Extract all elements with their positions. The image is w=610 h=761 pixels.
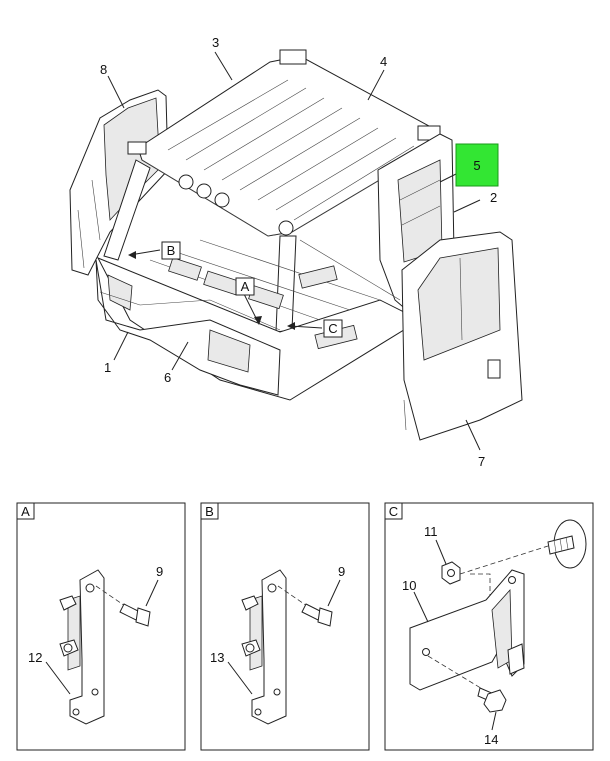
detail-a-panel: A 9 12 (16, 502, 186, 751)
callout-8[interactable]: 8 (100, 62, 107, 77)
cab-assembly: B A C 5 3 4 8 2 1 6 7 (69, 35, 523, 469)
callout-13[interactable]: 13 (210, 650, 224, 665)
svg-text:B: B (167, 243, 176, 258)
callout-3[interactable]: 3 (212, 35, 219, 50)
left-door[interactable] (69, 89, 169, 276)
callout-7[interactable]: 7 (478, 454, 485, 469)
detail-a-letter: A (21, 504, 30, 519)
svg-text:A: A (241, 279, 250, 294)
cab-body[interactable] (95, 133, 456, 401)
callout-10[interactable]: 10 (402, 578, 416, 593)
callout-2[interactable]: 2 (490, 190, 497, 205)
callout-1[interactable]: 1 (104, 360, 111, 375)
detail-c-letter: C (389, 504, 398, 519)
callout-9-b[interactable]: 9 (338, 564, 345, 579)
bolt-14[interactable] (427, 655, 507, 713)
callout-5: 5 (473, 158, 480, 173)
right-door[interactable] (401, 231, 523, 441)
cab-roof[interactable] (127, 49, 441, 237)
bolt-9-a[interactable] (95, 585, 151, 627)
detail-c-panel: C 11 10 14 (384, 502, 594, 751)
callout-6[interactable]: 6 (164, 370, 171, 385)
view-letter-c: C (323, 319, 343, 338)
callout-9-a[interactable]: 9 (156, 564, 163, 579)
nut-11[interactable] (441, 561, 461, 585)
callout-4[interactable]: 4 (380, 54, 387, 69)
callout-12[interactable]: 12 (28, 650, 42, 665)
detail-b-panel: B 9 13 (200, 502, 370, 751)
view-letter-b: B (161, 241, 181, 260)
stud-c[interactable] (547, 535, 575, 555)
bracket-13[interactable] (241, 569, 287, 725)
leader-lines (107, 51, 481, 451)
callout-14[interactable]: 14 (484, 732, 498, 747)
bracket-10[interactable] (409, 569, 525, 691)
callout-5-highlight[interactable]: 5 (455, 143, 499, 187)
bracket-12[interactable] (59, 569, 105, 725)
detail-b-letter: B (205, 504, 214, 519)
callout-11[interactable]: 11 (424, 524, 438, 539)
bolt-9-b[interactable] (277, 585, 333, 627)
view-letter-a: A (235, 277, 255, 296)
svg-text:C: C (328, 321, 337, 336)
